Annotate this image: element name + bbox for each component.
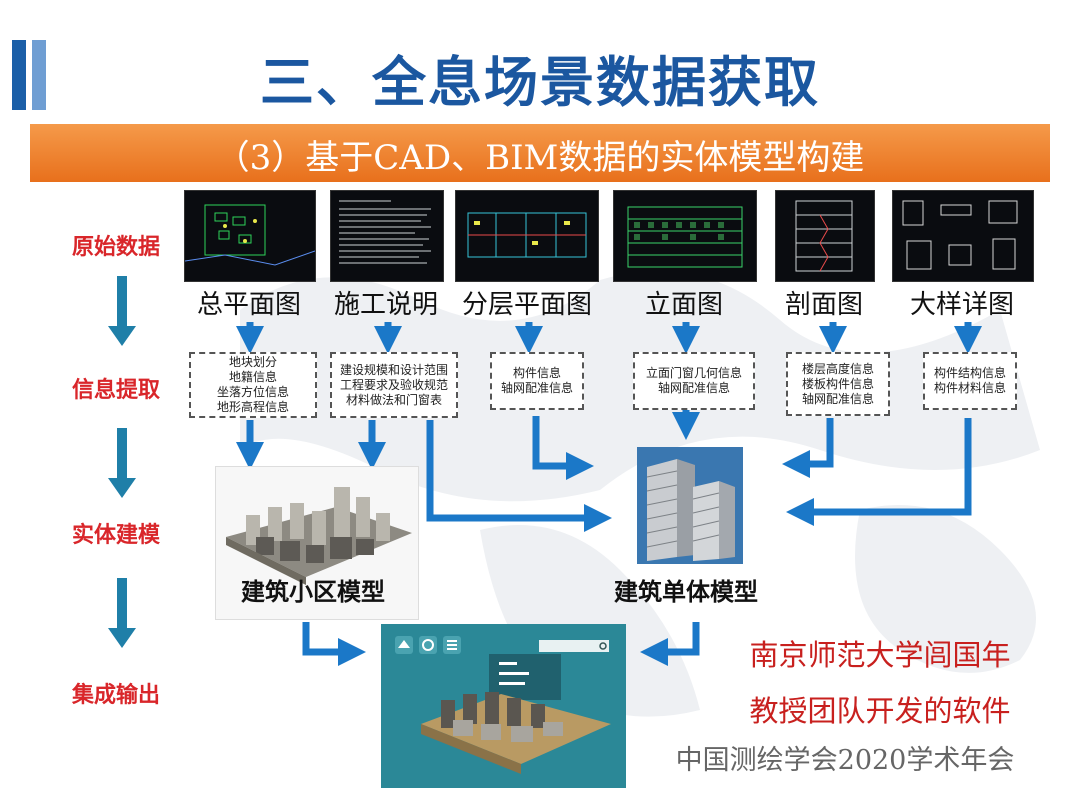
cad-thumb-construction-notes [330, 190, 444, 282]
info-line: 楼层高度信息 [801, 361, 874, 376]
info-line: 构件信息 [512, 366, 561, 380]
cad-thumb-floor-plan [455, 190, 599, 282]
cad-thumb-elevation [613, 190, 757, 282]
info-line: 地形高程信息 [216, 400, 289, 414]
down-arrow-1 [108, 276, 136, 346]
source-label-floor-plan: 分层平面图 [461, 290, 592, 320]
info-line: 地块划分 [228, 355, 277, 369]
row-label-output: 集成输出 [72, 683, 161, 708]
single-building-model-image [637, 447, 743, 564]
info-line: 构件材料信息 [933, 381, 1006, 395]
row-label-modeling: 实体建模 [72, 523, 161, 548]
info-line: 构件结构信息 [933, 366, 1006, 380]
source-label-elevation: 立面图 [644, 290, 723, 320]
info-box-floor-plan: 构件信息 轴网配准信息 [490, 352, 584, 410]
down-arrow-2 [108, 428, 136, 498]
info-line: 轴网配准信息 [657, 381, 730, 395]
info-line: 建设规模和设计范围 [339, 362, 448, 377]
credit-line-2: 教授团队开发的软件 [749, 694, 1011, 728]
subtitle-banner: （3）基于CAD、BIM数据的实体模型构建 [30, 124, 1050, 182]
info-line: 坐落方位信息 [216, 385, 289, 399]
info-line: 地籍信息 [228, 370, 277, 384]
single-building-model-label: 建筑单体模型 [614, 578, 758, 606]
info-line: 轴网配准信息 [500, 381, 573, 395]
credit-line-1: 南京师范大学闾国年 [749, 638, 1011, 672]
title-accent-bar [12, 40, 26, 110]
source-label-section: 剖面图 [784, 290, 863, 320]
row-label-raw-data: 原始数据 [72, 235, 161, 260]
subtitle-text: （3）基于CAD、BIM数据的实体模型构建 [215, 138, 865, 178]
info-line: 轴网配准信息 [801, 391, 874, 406]
row-label-info-extraction: 信息提取 [72, 378, 161, 403]
info-line: 立面门窗几何信息 [645, 366, 742, 380]
source-label-construction-notes: 施工说明 [333, 290, 438, 320]
title-accent-bar-2 [32, 40, 46, 110]
source-label-detail: 大样详图 [909, 290, 1014, 320]
source-label-site-plan: 总平面图 [196, 290, 301, 320]
info-box-detail: 构件结构信息 构件材料信息 [923, 352, 1017, 410]
info-box-section: 楼层高度信息 楼板构件信息 轴网配准信息 [786, 352, 890, 416]
down-arrow-3 [108, 578, 136, 648]
info-line: 楼板构件信息 [801, 376, 874, 391]
cad-thumb-site-plan [184, 190, 316, 282]
software-output-screenshot [381, 624, 626, 788]
info-line: 材料做法和门窗表 [345, 392, 442, 407]
community-model-image [215, 466, 419, 620]
info-line: 工程要求及验收规范 [339, 377, 448, 392]
community-model-label: 建筑小区模型 [241, 578, 385, 606]
cad-thumb-detail [892, 190, 1034, 282]
info-box-elevation: 立面门窗几何信息 轴网配准信息 [633, 352, 755, 410]
conference-watermark: 中国测绘学会2020学术年会 [675, 745, 1015, 776]
info-box-site-plan: 地块划分 地籍信息 坐落方位信息 地形高程信息 [189, 352, 317, 418]
cad-thumb-section [775, 190, 875, 282]
page-title: 三、全息场景数据获取 [260, 51, 820, 114]
info-box-construction-notes: 建设规模和设计范围 工程要求及验收规范 材料做法和门窗表 [330, 352, 458, 418]
